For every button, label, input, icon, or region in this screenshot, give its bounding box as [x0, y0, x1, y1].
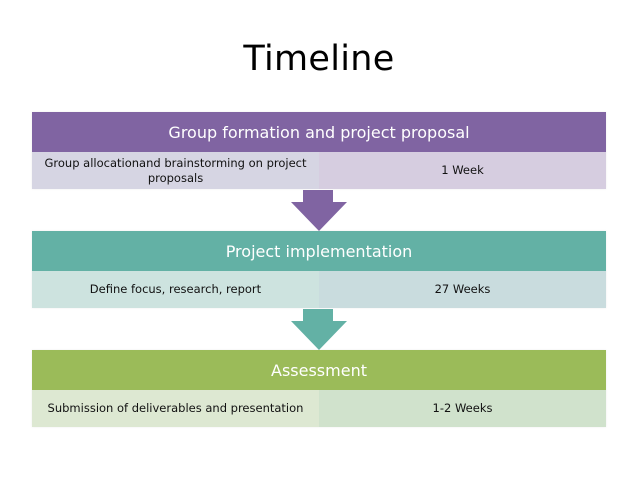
stage-group-formation: Group formation and project proposal Gro… — [32, 112, 606, 189]
down-arrow-icon — [291, 309, 347, 350]
stage-assessment: Assessment Submission of deliverables an… — [32, 350, 606, 427]
stage-duration: 1-2 Weeks — [319, 390, 606, 427]
stage-body: Group allocationand brainstorming on pro… — [32, 152, 606, 189]
stage-header: Project implementation — [32, 231, 606, 271]
stage-activity: Define focus, research, report — [32, 271, 319, 308]
stage-activity: Submission of deliverables and presentat… — [32, 390, 319, 427]
stage-body: Define focus, research, report 27 Weeks — [32, 271, 606, 308]
stage-duration: 1 Week — [319, 152, 606, 189]
stage-duration: 27 Weeks — [319, 271, 606, 308]
stage-header: Assessment — [32, 350, 606, 390]
stage-activity: Group allocationand brainstorming on pro… — [32, 152, 319, 189]
slide-title: Timeline — [243, 39, 395, 79]
down-arrow-icon — [291, 190, 347, 231]
stage-project-implementation: Project implementation Define focus, res… — [32, 231, 606, 308]
stage-header: Group formation and project proposal — [32, 112, 606, 152]
stage-body: Submission of deliverables and presentat… — [32, 390, 606, 427]
